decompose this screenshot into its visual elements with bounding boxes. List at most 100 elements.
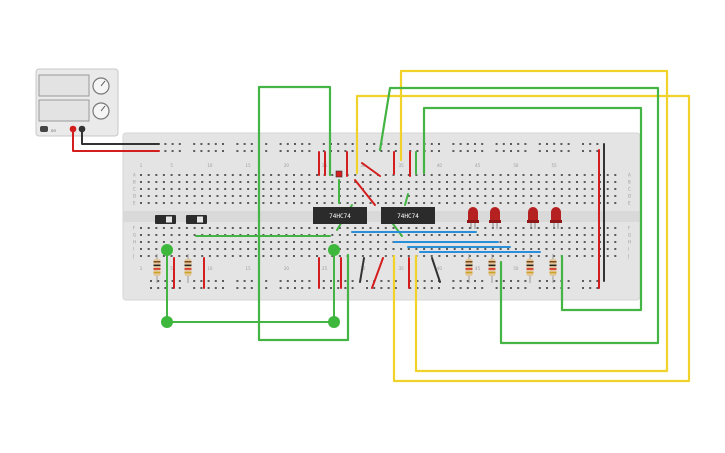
breadboard-hole[interactable] (369, 234, 372, 236)
breadboard-hole[interactable] (507, 202, 510, 204)
breadboard-hole[interactable] (243, 287, 246, 289)
breadboard-hole[interactable] (522, 234, 525, 236)
breadboard-hole[interactable] (589, 280, 592, 282)
breadboard-hole[interactable] (546, 287, 548, 289)
breadboard-hole[interactable] (224, 241, 227, 243)
breadboard-hole[interactable] (514, 255, 517, 257)
resistor-4[interactable] (488, 254, 496, 283)
breadboard-hole[interactable] (430, 280, 433, 282)
breadboard-hole[interactable] (308, 248, 311, 250)
breadboard-hole[interactable] (178, 174, 181, 176)
ic-chip-74hc74-1[interactable]: 74HC74 (313, 207, 367, 224)
breadboard-hole[interactable] (216, 181, 219, 183)
breadboard-hole[interactable] (537, 255, 540, 257)
breadboard-hole[interactable] (514, 202, 517, 204)
breadboard-hole[interactable] (171, 280, 174, 282)
breadboard-hole[interactable] (214, 143, 217, 145)
breadboard-hole[interactable] (614, 234, 617, 236)
breadboard-hole[interactable] (231, 181, 234, 183)
breadboard-hole[interactable] (545, 241, 548, 243)
breadboard-hole[interactable] (285, 202, 288, 204)
breadboard-hole[interactable] (247, 248, 250, 250)
breadboard-hole[interactable] (200, 280, 203, 282)
breadboard-hole[interactable] (384, 248, 387, 250)
breadboard-hole[interactable] (583, 227, 586, 229)
breadboard-hole[interactable] (185, 227, 188, 229)
breadboard-hole[interactable] (468, 234, 471, 236)
breadboard-hole[interactable] (377, 202, 380, 204)
breadboard-hole[interactable] (155, 195, 158, 197)
breadboard-hole[interactable] (201, 202, 204, 204)
breadboard-hole[interactable] (392, 227, 395, 229)
breadboard-hole[interactable] (538, 280, 541, 282)
breadboard-hole[interactable] (207, 287, 210, 289)
breadboard-hole[interactable] (361, 181, 364, 183)
breadboard-hole[interactable] (514, 174, 517, 176)
breadboard-hole[interactable] (208, 174, 211, 176)
breadboard-hole[interactable] (294, 280, 296, 282)
breadboard-hole[interactable] (530, 202, 533, 204)
breadboard-hole[interactable] (170, 181, 173, 183)
breadboard-hole[interactable] (236, 287, 239, 289)
breadboard-hole[interactable] (524, 280, 527, 282)
breadboard-hole[interactable] (224, 255, 227, 257)
breadboard-hole[interactable] (568, 234, 571, 236)
breadboard-hole[interactable] (576, 195, 578, 197)
breadboard-hole[interactable] (208, 241, 211, 243)
breadboard-hole[interactable] (354, 174, 357, 176)
breadboard-hole[interactable] (461, 188, 464, 190)
breadboard-hole[interactable] (231, 188, 234, 190)
breadboard-hole[interactable] (495, 280, 498, 282)
breadboard-hole[interactable] (147, 241, 150, 243)
breadboard-hole[interactable] (316, 181, 318, 183)
led-1[interactable] (467, 207, 479, 229)
breadboard-hole[interactable] (438, 287, 440, 289)
breadboard-hole[interactable] (384, 227, 387, 229)
breadboard-hole[interactable] (231, 195, 234, 197)
breadboard-hole[interactable] (430, 150, 433, 152)
breadboard-hole[interactable] (208, 255, 211, 257)
breadboard-hole[interactable] (285, 248, 288, 250)
breadboard-hole[interactable] (285, 195, 288, 197)
breadboard-hole[interactable] (407, 202, 410, 204)
resistor-3[interactable] (465, 254, 473, 283)
wire-yellow-loop-inner[interactable] (399, 69, 669, 373)
breadboard-hole[interactable] (530, 188, 533, 190)
wire-green-loop-3[interactable] (257, 85, 350, 342)
breadboard-hole[interactable] (293, 181, 295, 183)
breadboard-hole[interactable] (300, 241, 303, 243)
breadboard-hole[interactable] (407, 234, 410, 236)
breadboard-hole[interactable] (214, 150, 217, 152)
breadboard-hole[interactable] (366, 280, 368, 282)
breadboard-hole[interactable] (286, 150, 289, 152)
breadboard-hole[interactable] (373, 150, 376, 152)
breadboard-hole[interactable] (491, 195, 494, 197)
breadboard-hole[interactable] (583, 174, 586, 176)
ic-chip-74hc74-2[interactable]: 74HC74 (381, 207, 435, 224)
resistor-1[interactable] (153, 254, 161, 283)
breadboard-hole[interactable] (415, 174, 418, 176)
breadboard-hole[interactable] (316, 227, 318, 229)
breadboard-hole[interactable] (193, 280, 196, 282)
breadboard-hole[interactable] (293, 241, 295, 243)
breadboard-hole[interactable] (522, 255, 525, 257)
breadboard-hole[interactable] (583, 188, 586, 190)
breadboard-hole[interactable] (224, 248, 227, 250)
breadboard-hole[interactable] (277, 227, 280, 229)
breadboard-hole[interactable] (491, 181, 494, 183)
breadboard-hole[interactable] (185, 195, 188, 197)
breadboard-hole[interactable] (502, 150, 505, 152)
breadboard-hole[interactable] (507, 234, 510, 236)
breadboard-hole[interactable] (582, 280, 584, 282)
breadboard-hole[interactable] (583, 255, 586, 257)
breadboard-hole[interactable] (170, 188, 173, 190)
breadboard-hole[interactable] (400, 188, 403, 190)
breadboard-hole[interactable] (354, 188, 357, 190)
breadboard-hole[interactable] (250, 287, 253, 289)
breadboard-hole[interactable] (254, 188, 257, 190)
breadboard-hole[interactable] (438, 174, 441, 176)
breadboard-hole[interactable] (499, 181, 502, 183)
slide-switch-2[interactable] (186, 215, 207, 224)
breadboard-hole[interactable] (502, 287, 505, 289)
breadboard-hole[interactable] (591, 202, 594, 204)
